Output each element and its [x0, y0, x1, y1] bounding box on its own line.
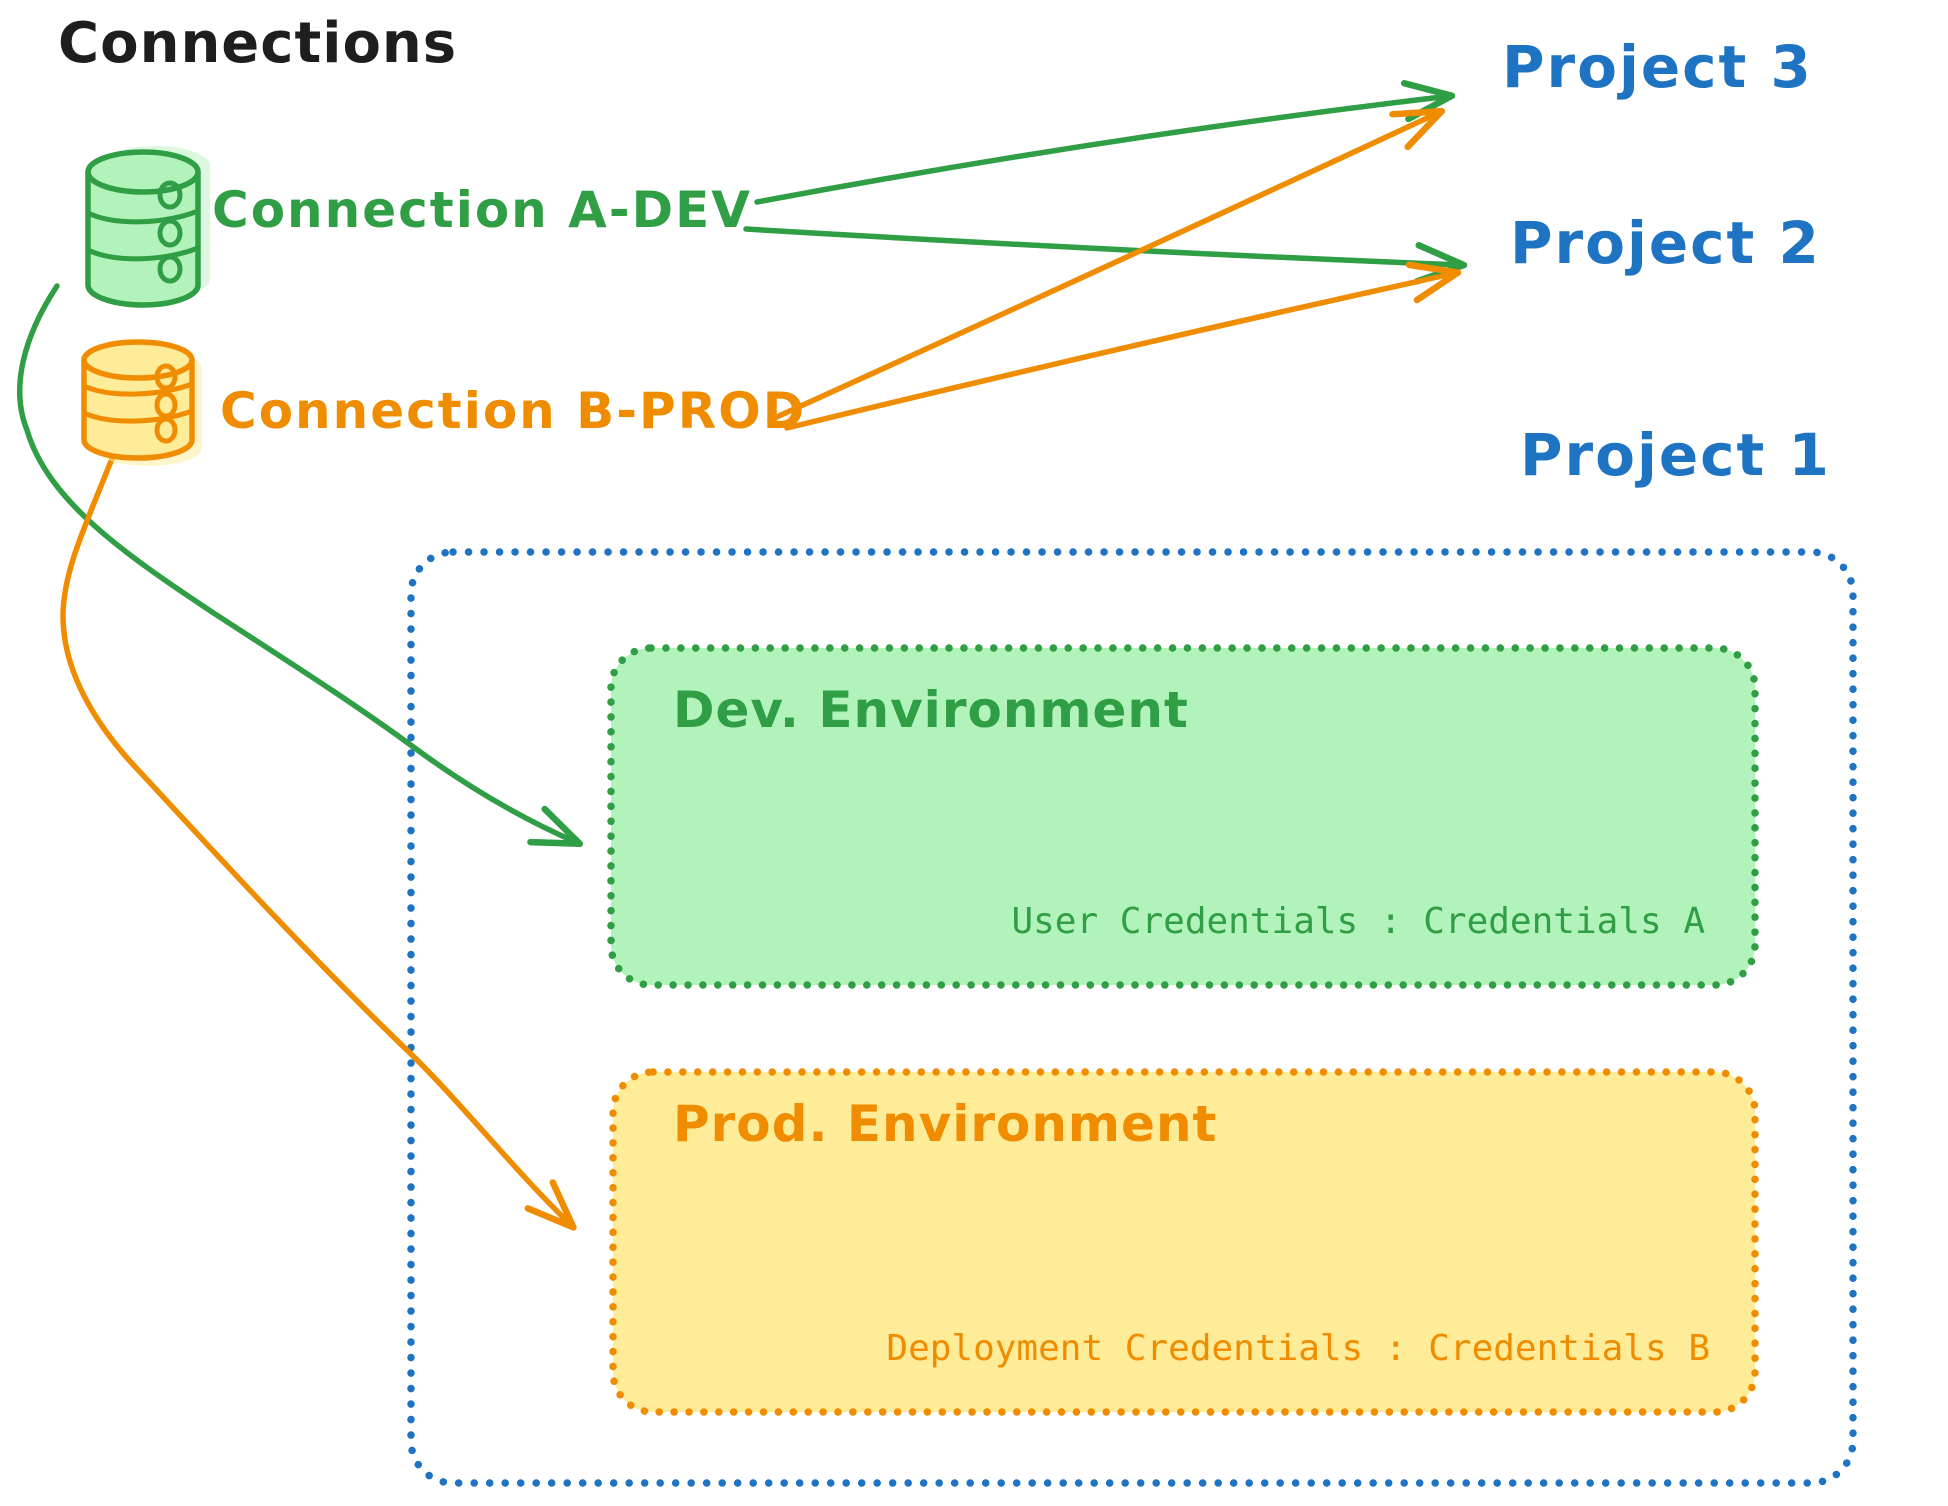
arrow-b-prod-to-prod-environment [60, 453, 577, 1231]
arrow-a-dev-to-project-2 [743, 226, 1468, 285]
arrow-a-dev-to-dev-environment [17, 283, 584, 848]
prod-environment-box [609, 1068, 1759, 1416]
database-icon-dev [85, 146, 210, 308]
arrow-b-prod-to-project-3 [767, 107, 1446, 423]
arrow-b-prod-to-project-2 [784, 261, 1462, 431]
diagram-title: Connections [58, 11, 458, 76]
database-icon-prod [81, 339, 202, 466]
dev-environment-title: Dev. Environment [673, 681, 1189, 739]
connection-b-prod-label: Connection B-PROD [220, 382, 807, 440]
connection-a-dev-label: Connection A-DEV [212, 181, 752, 239]
dev-environment-box [607, 644, 1759, 989]
project-2-label: Project 2 [1510, 209, 1821, 277]
project-1-label: Project 1 [1520, 421, 1831, 489]
prod-environment-credentials: Deployment Credentials : Credentials B [886, 1328, 1710, 1369]
project-1-container-box [407, 548, 1857, 1487]
project-3-label: Project 3 [1502, 33, 1813, 101]
arrow-a-dev-to-project-3 [754, 80, 1456, 205]
prod-environment-title: Prod. Environment [673, 1095, 1218, 1153]
dev-environment-credentials: User Credentials : Credentials A [1011, 901, 1705, 942]
